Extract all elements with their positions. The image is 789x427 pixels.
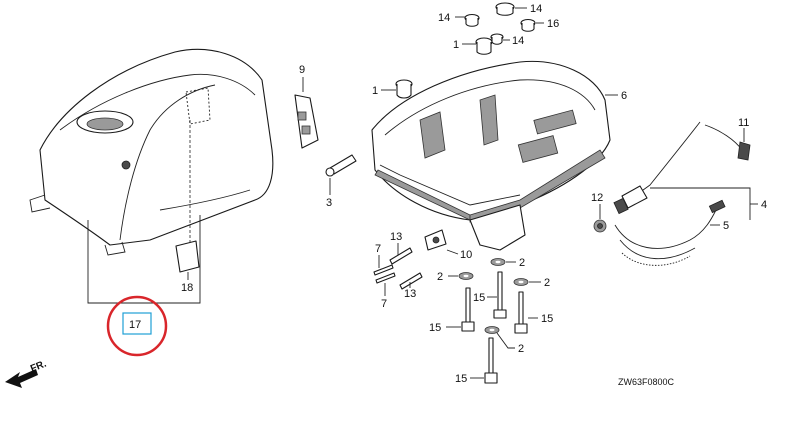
under-cover-6	[371, 60, 611, 251]
callout-15d: 15	[455, 373, 467, 385]
callout-13a: 13	[390, 231, 402, 243]
bolt-15-c	[514, 291, 528, 334]
pin-7-lower	[375, 272, 396, 284]
grommet-14-mid	[490, 33, 504, 45]
washer-2-b	[458, 272, 474, 280]
highlight-circle	[106, 295, 168, 357]
callout-7a: 7	[375, 243, 381, 255]
grommet-14-top	[495, 2, 515, 16]
callout-12: 12	[591, 192, 603, 204]
bolt-13-upper	[389, 247, 413, 265]
callout-6: 6	[621, 90, 627, 102]
leader-10	[446, 249, 459, 255]
grommet-12	[593, 219, 607, 233]
leader-2d	[496, 332, 515, 349]
callout-11: 11	[738, 117, 749, 129]
callout-18: 18	[181, 282, 193, 294]
callout-17: 17	[129, 319, 141, 331]
callout-14b: 14	[530, 3, 542, 15]
callout-1a: 1	[453, 39, 459, 51]
callout-16: 16	[547, 18, 559, 30]
callout-9: 9	[299, 64, 305, 76]
bracket-10	[424, 229, 447, 251]
stop-switch-harness	[613, 121, 751, 266]
callout-5: 5	[723, 220, 729, 232]
diagram-code: ZW63F0800C	[618, 377, 675, 387]
bolt-15-b	[461, 287, 475, 332]
grommet-14-left	[464, 13, 480, 27]
washer-2-a	[490, 258, 506, 266]
front-arrow	[5, 369, 38, 388]
grommet-16	[520, 18, 536, 32]
bolt-13-lower	[399, 272, 423, 290]
callout-2b: 2	[437, 271, 443, 283]
washer-2-d	[484, 326, 500, 334]
washer-2-c	[513, 278, 529, 286]
engine-cover	[29, 48, 274, 256]
callout-box-17	[122, 312, 152, 335]
label-sticker-18	[175, 240, 200, 273]
callout-1b: 1	[372, 85, 378, 97]
callout-13b: 13	[404, 288, 416, 300]
pin-7-upper	[373, 264, 394, 276]
callout-14c: 14	[512, 35, 524, 47]
bolt-15-d	[484, 337, 498, 384]
grommet-1-top	[475, 37, 493, 55]
callout-2c: 2	[544, 277, 550, 289]
leader-17	[87, 215, 201, 304]
callout-10: 10	[460, 249, 472, 261]
leader-4	[650, 187, 751, 220]
callout-15b: 15	[429, 322, 441, 334]
callout-15a: 15	[473, 292, 485, 304]
grommet-1-side	[395, 79, 413, 99]
screw-3	[325, 154, 357, 177]
bolt-15-a	[493, 271, 507, 319]
callout-15c: 15	[541, 313, 553, 325]
callout-2a: 2	[519, 257, 525, 269]
callout-7b: 7	[381, 298, 387, 310]
callout-14a: 14	[438, 12, 450, 24]
callout-2d: 2	[518, 343, 524, 355]
grommet-9	[294, 94, 319, 149]
callout-4: 4	[761, 199, 767, 211]
front-label: FR.	[29, 358, 48, 374]
callout-3: 3	[326, 197, 332, 209]
